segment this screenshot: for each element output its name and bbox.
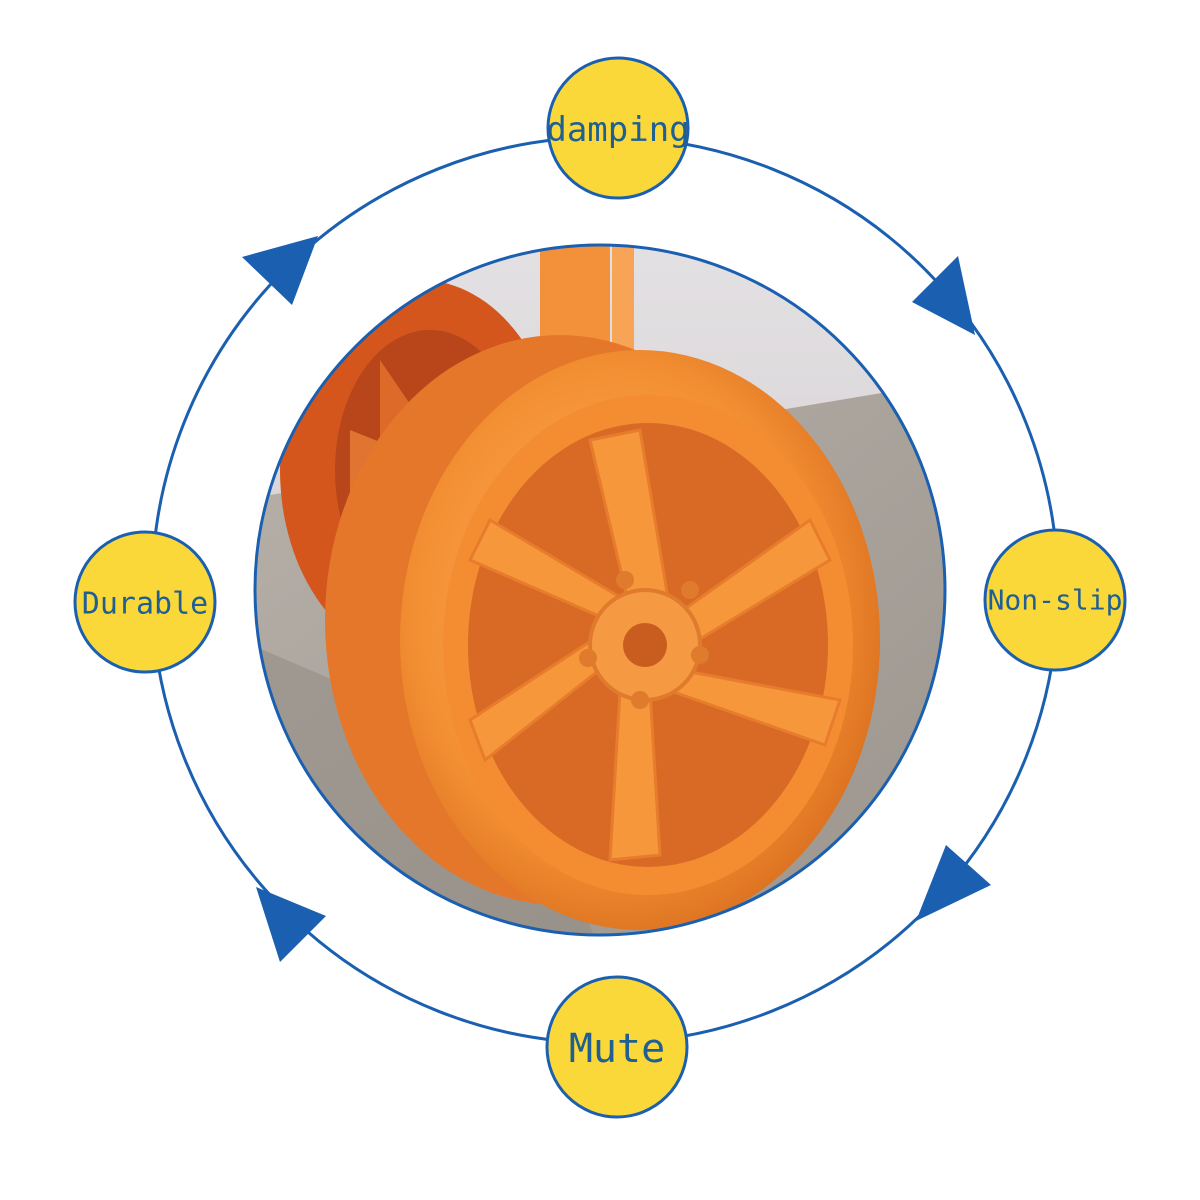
badge-mute <box>545 975 689 1119</box>
wheel-photo <box>255 245 945 935</box>
feature-label-durable: Durable <box>82 587 208 622</box>
feature-label-damping: damping <box>546 110 689 150</box>
photo-frame <box>253 243 947 937</box>
badge-durable <box>73 530 217 674</box>
badge-bottom: Mute <box>545 975 689 1119</box>
cycle-arrows <box>242 236 991 962</box>
feature-label-mute: Mute <box>569 1026 665 1072</box>
arrow-top-left-icon <box>242 236 318 305</box>
badge-left: Durable <box>73 530 217 674</box>
wheel-hub-hole <box>623 623 667 667</box>
badge-non-slip <box>983 528 1127 672</box>
arrow-top-right-icon <box>912 256 975 335</box>
hub-bolts <box>579 571 709 709</box>
arrow-bottom-left-icon <box>256 887 326 962</box>
wheel-stem-rear <box>612 245 634 360</box>
badge-right: Non-slip <box>983 528 1127 672</box>
feature-label-non-slip: Non-slip <box>988 584 1123 617</box>
badge-damping <box>546 56 690 200</box>
badge-top: damping <box>546 56 690 200</box>
arrow-bottom-right-icon <box>916 845 991 921</box>
